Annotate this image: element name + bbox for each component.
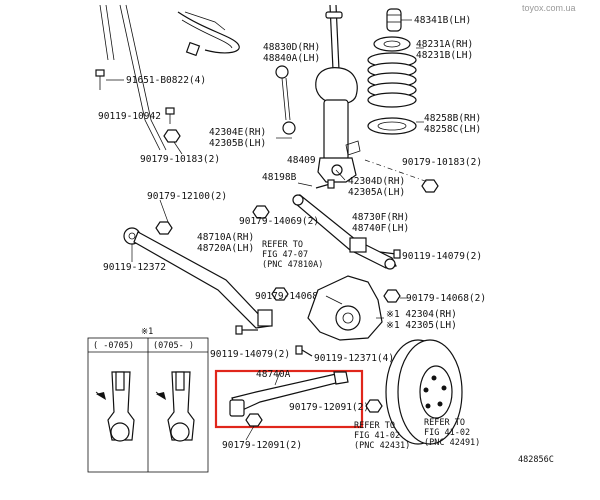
lower-spring-insulator-illustration	[367, 117, 417, 135]
brake-disc-illustration	[385, 339, 463, 445]
label-42304D[interactable]: 42304D(RH)	[348, 176, 405, 187]
label-48740A[interactable]: 48740A	[256, 369, 291, 380]
ref-41b-line1[interactable]: REFER TO	[424, 418, 465, 428]
ref-41b-line3[interactable]: (PNC 42491)	[424, 438, 480, 448]
label-48258B[interactable]: 48258B(RH)	[424, 113, 481, 124]
shock-absorber-illustration	[315, 4, 361, 183]
bolt-91651-icon	[95, 69, 105, 90]
nut-90179-14069-icon	[252, 205, 270, 219]
bolt-90119-14079-left-icon	[235, 325, 258, 335]
ref-47-line3[interactable]: (PNC 47810A)	[262, 260, 323, 270]
label-90119-14079-left[interactable]: 90119-14079(2)	[210, 349, 290, 360]
stabilizer-bar-illustration	[99, 4, 240, 151]
label-48720A[interactable]: 48720A(LH)	[197, 243, 254, 254]
upper-spring-insulator-illustration	[373, 36, 411, 52]
label-90119-12372[interactable]: 90119-12372	[103, 262, 166, 273]
highlight-frame	[214, 369, 364, 429]
label-90179-14068-right[interactable]: 90179-14068(2)	[406, 293, 486, 304]
label-90179-14069[interactable]: 90179-14069(2)	[239, 216, 319, 227]
label-42304E[interactable]: 42304E(RH)	[209, 127, 266, 138]
inset-right-header: (0705- )	[153, 341, 194, 351]
label-90119-12371[interactable]: 90119-12371(4)	[314, 353, 394, 364]
label-90179-14068-left[interactable]: 90179-14068(2)	[255, 291, 335, 302]
label-48730F[interactable]: 48730F(RH)	[352, 212, 409, 223]
nut-90179-12091-right-icon	[365, 399, 383, 413]
nut-90179-12091-bottom-icon	[245, 413, 263, 427]
label-48740F[interactable]: 48740F(LH)	[352, 223, 409, 234]
hub-bolt-90119-12371-icon	[295, 345, 313, 357]
bolt-48198B-icon	[315, 179, 335, 189]
label-90179-12100[interactable]: 90179-12100(2)	[147, 191, 227, 202]
nut-90179-14068-right-icon	[383, 289, 401, 303]
label-90119-14079-right[interactable]: 90119-14079(2)	[402, 251, 482, 262]
nut-90179-10183-left-icon	[163, 129, 181, 143]
label-48198B[interactable]: 48198B	[262, 172, 297, 183]
ref-47-line2[interactable]: FIG 47-07	[262, 250, 308, 260]
label-91651-B0822[interactable]: 91651-B0822(4)	[126, 75, 206, 86]
inset-note-mark: ※1	[141, 327, 153, 337]
stabilizer-link-illustration	[275, 65, 296, 135]
upper-control-arm-illustration	[292, 194, 397, 270]
ref-47-line1[interactable]: REFER TO	[262, 240, 303, 250]
bolt-90119-14079-right-icon	[379, 249, 401, 259]
label-90179-12091-bottom[interactable]: 90179-12091(2)	[222, 440, 302, 451]
coil-spring-illustration	[367, 52, 417, 108]
inset-left-header: ( -0705)	[93, 341, 134, 351]
nut-90179-14068-left-icon	[271, 287, 289, 301]
lateral-link-48740A-illustration	[229, 371, 349, 417]
ref-41a-line2[interactable]: FIG 41-02	[354, 431, 400, 441]
label-48830D[interactable]: 48830D(RH)	[263, 42, 320, 53]
label-42305[interactable]: ※1 42305(LH)	[386, 320, 457, 331]
knuckle-variant-late-illustration	[167, 371, 195, 441]
ref-41a-line3[interactable]: (PNC 42431)	[354, 441, 410, 451]
label-90179-12091-right[interactable]: 90179-12091(2)	[289, 402, 369, 413]
label-48840A[interactable]: 48840A(LH)	[263, 53, 320, 64]
rear-axle-carrier-illustration	[307, 275, 383, 341]
label-48231A[interactable]: 48231A(RH)	[416, 39, 473, 50]
label-48409[interactable]: 48409	[287, 155, 316, 166]
label-42305B[interactable]: 42305B(LH)	[209, 138, 266, 149]
bump-stopper-illustration	[386, 8, 402, 32]
nut-90179-12100-icon	[155, 221, 173, 235]
knuckle-variant-early-illustration	[107, 371, 135, 441]
inset-variant-box: ※1 ( -0705) (0705- )	[87, 327, 209, 473]
label-48341B[interactable]: 48341B(LH)	[414, 15, 471, 26]
label-48258C[interactable]: 48258C(LH)	[424, 124, 481, 135]
diagram-code: 482856C	[518, 455, 554, 465]
ref-41b-line2[interactable]: FIG 41-02	[424, 428, 470, 438]
nut-90179-10183-right-icon	[421, 179, 439, 193]
bolt-90119-10942-icon	[165, 107, 175, 124]
label-48710A[interactable]: 48710A(RH)	[197, 232, 254, 243]
watermark-text: toyox.com.ua	[522, 3, 576, 13]
label-48231B[interactable]: 48231B(LH)	[416, 50, 473, 61]
label-90179-10183-right[interactable]: 90179-10183(2)	[402, 157, 482, 168]
label-42305A[interactable]: 42305A(LH)	[348, 187, 405, 198]
label-90119-10942[interactable]: 90119-10942	[98, 111, 161, 122]
label-90179-10183-left[interactable]: 90179-10183(2)	[140, 154, 220, 165]
label-42304[interactable]: ※1 42304(RH)	[386, 309, 457, 320]
ref-41a-line1[interactable]: REFER TO	[354, 421, 395, 431]
